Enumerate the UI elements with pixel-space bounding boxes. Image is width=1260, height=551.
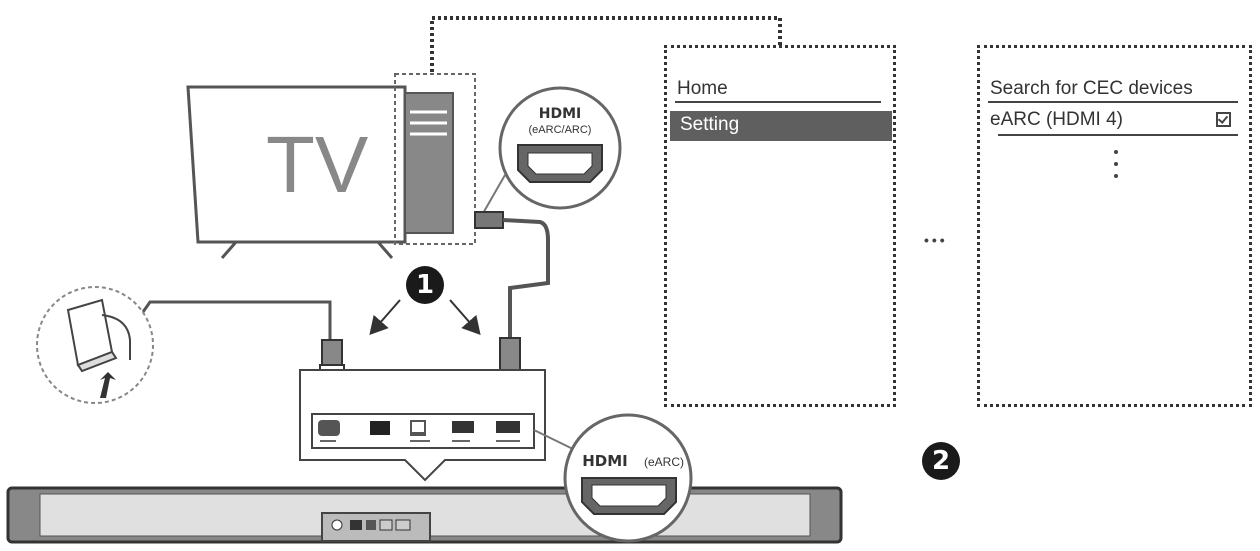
tv-label: TV xyxy=(266,120,369,209)
menu-connector xyxy=(430,16,782,72)
cec-menu-panel: Search for CEC devices eARC (HDMI 4) xyxy=(977,45,1252,407)
menu-rule xyxy=(998,134,1238,136)
tv-menu-panel: Home Setting xyxy=(664,45,896,407)
tv-illustration: TV xyxy=(186,73,476,259)
menu-rule xyxy=(988,101,1238,103)
more-items-dots xyxy=(1114,150,1118,186)
bar-hdmi-zoom: HDMI (eARC) xyxy=(533,413,693,543)
hdmi-cable xyxy=(474,211,550,385)
wall-outlet-icon xyxy=(36,286,154,404)
soundbar-rear-panel xyxy=(299,369,546,482)
menu-item-home[interactable]: Home xyxy=(677,78,728,99)
tv-hdmi-caption: (eARC/ARC) xyxy=(529,124,592,136)
step1-arrow-left xyxy=(369,299,401,336)
soundbar-illustration xyxy=(6,486,843,544)
menu-item-search-cec[interactable]: Search for CEC devices xyxy=(990,78,1193,99)
menu-item-setting[interactable]: Setting xyxy=(670,111,892,141)
step-1-badge: 1 xyxy=(406,266,444,304)
bar-hdmi-logo: HDMI xyxy=(582,452,628,470)
menu-item-earc[interactable]: eARC (HDMI 4) xyxy=(990,109,1124,130)
menu-rule xyxy=(675,101,881,103)
tv-hdmi-logo: HDMI xyxy=(539,106,581,122)
bar-hdmi-caption: (eARC) xyxy=(644,455,684,469)
continuation-dots: ••• xyxy=(924,232,948,248)
menu-item-setting-label: Setting xyxy=(680,114,740,135)
step-2-badge: 2 xyxy=(922,442,960,480)
power-cable xyxy=(141,300,345,381)
check-box-icon[interactable] xyxy=(1216,112,1231,127)
step1-arrow-right xyxy=(449,299,481,336)
tv-hdmi-zoom: HDMI (eARC/ARC) xyxy=(477,86,622,223)
